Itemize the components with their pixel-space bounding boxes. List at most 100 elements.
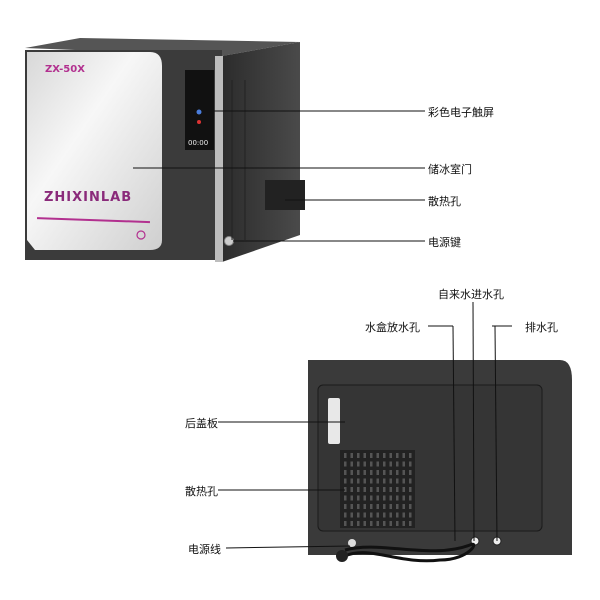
vent-slot: [350, 487, 353, 492]
vent-slot: [409, 487, 412, 492]
front-callout-lines: [133, 110, 425, 242]
vent-slot: [376, 478, 379, 484]
model-label: ZX-50X: [45, 64, 85, 75]
vent-slot: [396, 453, 399, 458]
vent-slot: [383, 521, 386, 526]
callout-vent-rear: 散热孔: [185, 485, 218, 498]
vent-slot: [402, 512, 405, 518]
vent-slot: [363, 461, 366, 467]
vent-slot: [357, 487, 360, 492]
vent-slot: [350, 453, 353, 458]
callout-vent-front: 散热孔: [428, 195, 461, 208]
vent-slot: [389, 453, 392, 458]
vent-slot: [389, 504, 392, 509]
vent-slot: [350, 512, 353, 518]
vent-slot: [357, 504, 360, 509]
vent-slot: [363, 521, 366, 526]
callout-power-button: 电源键: [428, 236, 461, 249]
vent-slot: [376, 521, 379, 526]
vent-slot: [344, 487, 347, 492]
brand-logo-text: ZHIXINLAB: [44, 190, 133, 205]
callout-power-cord: 电源线: [188, 543, 221, 556]
vent-slot: [383, 487, 386, 492]
vent-slot: [344, 495, 347, 501]
vent-slot: [344, 504, 347, 509]
callout-ice-door: 储冰室门: [428, 163, 472, 176]
vent-slot: [383, 495, 386, 501]
vent-slot: [344, 512, 347, 518]
vent-slot: [409, 512, 412, 518]
vent-slot: [376, 487, 379, 492]
vent-slot: [402, 487, 405, 492]
vent-slot: [396, 495, 399, 501]
vent-slot: [350, 495, 353, 501]
callout-drain-hole: 排水孔: [525, 321, 558, 334]
vent-slot: [389, 487, 392, 492]
vent-slot: [376, 504, 379, 509]
vent-slot: [370, 487, 373, 492]
vent-slot: [363, 453, 366, 458]
callout-touch-screen: 彩色电子触屏: [428, 106, 494, 119]
vent-slot: [363, 495, 366, 501]
vent-slot: [350, 478, 353, 484]
vent-slot: [409, 504, 412, 509]
vent-slot: [363, 504, 366, 509]
vent-slot: [376, 461, 379, 467]
callout-water-box-drain: 水盒放水孔: [365, 321, 420, 334]
vent-slot: [396, 504, 399, 509]
vent-slot: [376, 512, 379, 518]
vent-slot: [409, 478, 412, 484]
vent-slot: [389, 461, 392, 467]
vent-slot: [402, 461, 405, 467]
front-unit: [25, 38, 305, 262]
vent-slot: [402, 478, 405, 484]
vent-slot: [389, 495, 392, 501]
vent-slot: [370, 478, 373, 484]
vent-slot: [357, 495, 360, 501]
vent-slot: [376, 495, 379, 501]
callout-tap-water-inlet: 自来水进水孔: [438, 288, 504, 301]
vent-slot: [357, 521, 360, 526]
vent-slot: [344, 470, 347, 475]
back-callout-lines: [218, 301, 512, 549]
vent-slot: [350, 461, 353, 467]
vent-slot: [383, 453, 386, 458]
vent-slot: [396, 521, 399, 526]
vent-slot: [396, 487, 399, 492]
power-cord: [344, 542, 476, 563]
rear-cover-handle[interactable]: [328, 398, 340, 444]
vent-slot: [370, 453, 373, 458]
vent-slot: [389, 521, 392, 526]
vent-slot: [344, 461, 347, 467]
vent-slot: [383, 478, 386, 484]
vent-slot: [383, 461, 386, 467]
vent-slot: [370, 461, 373, 467]
vent-slot: [370, 495, 373, 501]
vent-slot: [402, 453, 405, 458]
callout-rear-cover: 后盖板: [185, 417, 218, 430]
vent-slot: [370, 504, 373, 509]
vent-slot: [357, 453, 360, 458]
vent-slot: [396, 512, 399, 518]
vent-slot: [344, 521, 347, 526]
vent-slot: [344, 453, 347, 458]
vent-slot: [350, 504, 353, 509]
vent-slot: [409, 495, 412, 501]
vent-slot: [402, 504, 405, 509]
vent-slot: [402, 495, 405, 501]
vent-slot: [370, 512, 373, 518]
vent-slot: [402, 470, 405, 475]
vent-slot: [363, 470, 366, 475]
vent-slot: [363, 487, 366, 492]
vent-slot: [383, 504, 386, 509]
ice-storage-door[interactable]: [27, 52, 162, 250]
vent-slot: [389, 478, 392, 484]
vent-slot: [376, 470, 379, 475]
vent-slot: [409, 453, 412, 458]
vent-slot: [357, 478, 360, 484]
vent-slot: [389, 470, 392, 475]
vent-slot: [344, 478, 347, 484]
vent-slot: [396, 470, 399, 475]
vent-slot: [396, 478, 399, 484]
